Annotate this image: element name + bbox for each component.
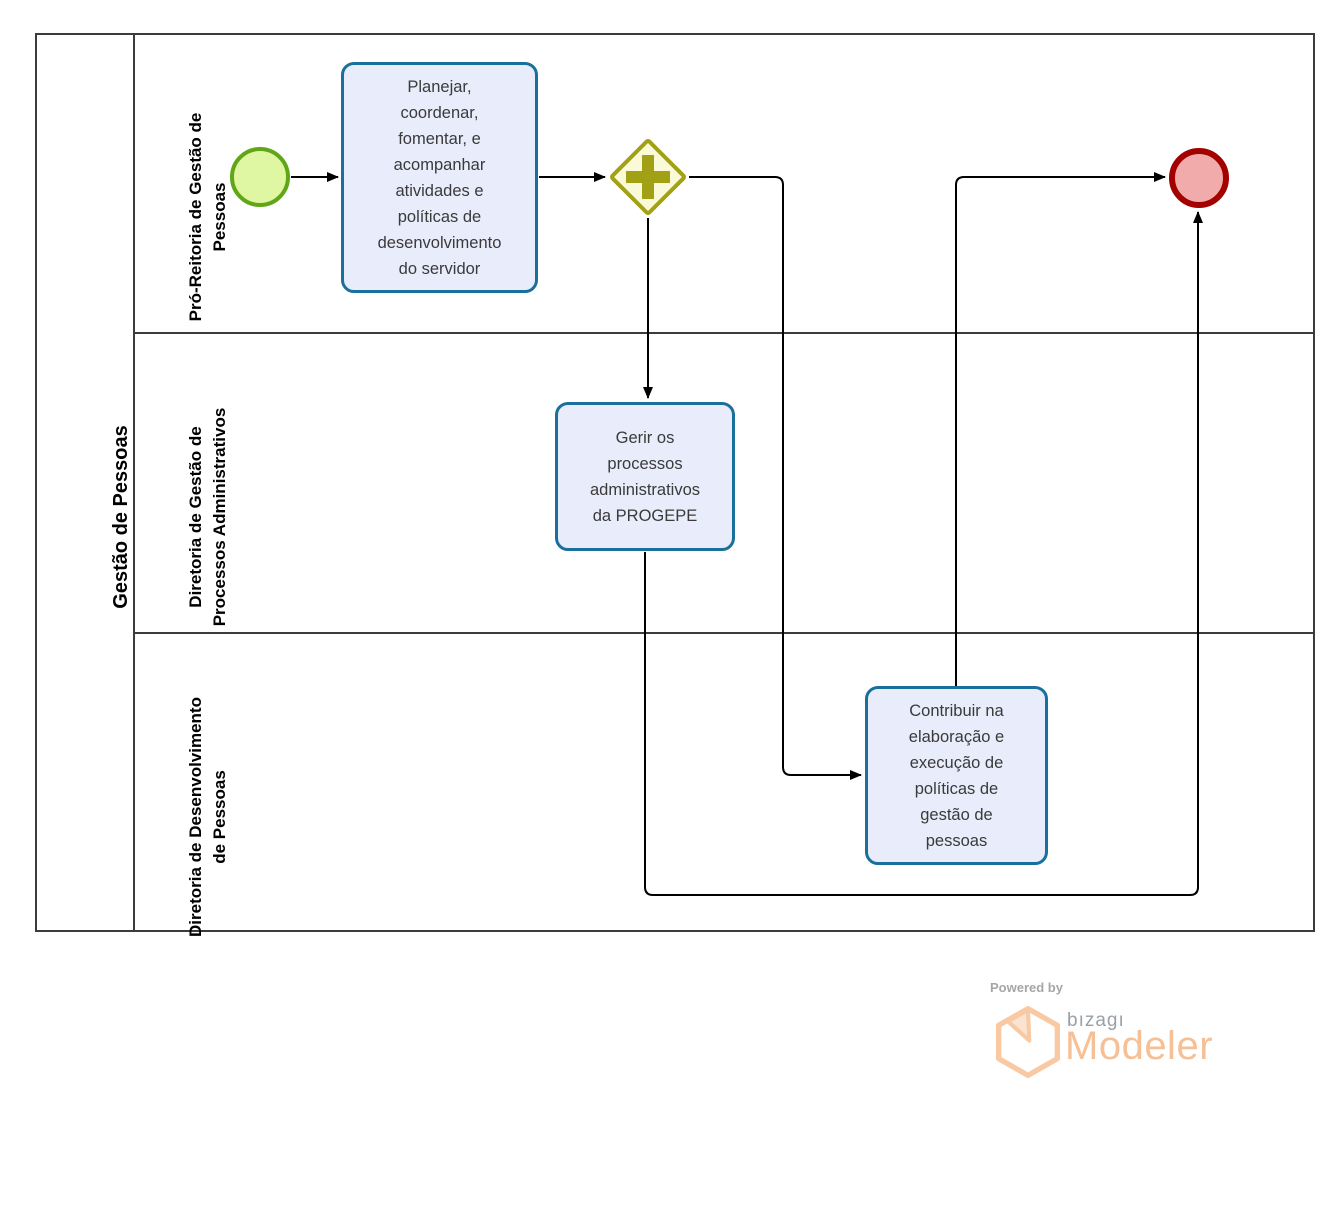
task-planejar: Planejar, coordenar, fomentar, e acompan… bbox=[341, 62, 538, 293]
pool-label-separator bbox=[133, 35, 135, 930]
powered-by-text: Powered by bbox=[990, 980, 1063, 995]
lane-divider-2 bbox=[135, 632, 1313, 634]
start-event bbox=[230, 147, 290, 207]
flow-gateway-to-contribuir bbox=[689, 176, 862, 780]
end-event bbox=[1169, 148, 1229, 208]
flow-contribuir-to-end bbox=[955, 172, 1166, 686]
bizagi-wordmark: bızagı bbox=[1067, 1010, 1125, 1031]
flow-gerir-to-end bbox=[644, 211, 1203, 896]
lane-divider-1 bbox=[135, 332, 1313, 334]
task-contribuir: Contribuir na elaboração e execução de p… bbox=[865, 686, 1048, 865]
plus-icon bbox=[642, 155, 654, 199]
parallel-gateway bbox=[608, 137, 688, 217]
bizagi-hexagon-icon bbox=[996, 1006, 1060, 1078]
task-gerir: Gerir os processos administrativos da PR… bbox=[555, 402, 735, 551]
bizagi-modeler-watermark: Powered by bızagı Modeler bbox=[989, 978, 1249, 1078]
modeler-wordmark: Modeler bbox=[1065, 1024, 1214, 1068]
